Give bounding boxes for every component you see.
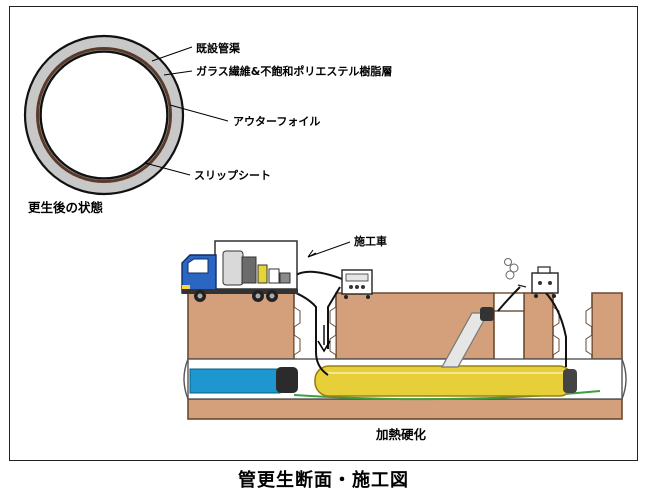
label-existing-pipe: 既設管渠 — [196, 41, 241, 55]
hose-right-unit — [543, 290, 567, 367]
pipe-cross-section: 既設管渠 ガラス繊維&不飽和ポリエステル樹脂層 アウターフォイル スリップシート… — [23, 34, 392, 215]
hose-steam-unit — [497, 286, 521, 312]
hose-controller-down — [327, 286, 341, 349]
label-vehicle: 施工車 — [354, 234, 387, 248]
truck-tank-2 — [241, 256, 257, 284]
small-manhole-opening — [493, 292, 525, 312]
inspection-pipe-joint — [480, 307, 494, 321]
truck-tank-1 — [222, 250, 244, 286]
leader-existing-pipe — [151, 46, 193, 62]
truck-tank-5 — [279, 272, 291, 284]
label-outer-foil: アウターフォイル — [233, 115, 320, 128]
label-resin-layer: ガラス繊維&不飽和ポリエステル樹脂層 — [196, 64, 392, 78]
truck-chassis — [182, 289, 298, 294]
resin-layer-ring — [36, 47, 172, 183]
liner-tube — [314, 365, 574, 397]
truck-tank-3 — [257, 264, 268, 284]
figure-caption: 管更生断面・施工図 — [238, 470, 409, 491]
construction-truck — [181, 240, 298, 302]
pipe-left-end — [183, 358, 189, 400]
truck-window — [187, 258, 209, 274]
diagram-frame: 既設管渠 ガラス繊維&不飽和ポリエステル樹脂層 アウターフォイル スリップシート… — [9, 6, 638, 461]
truck-tank-4 — [268, 268, 280, 284]
control-unit-center — [341, 269, 373, 299]
inspection-pipe — [440, 307, 494, 368]
leader-slip-sheet — [144, 162, 191, 176]
liner-packer-left — [276, 367, 298, 393]
steam-unit-right — [504, 258, 559, 298]
construction-diagram: 既設管渠 ガラス繊維&不飽和ポリエステル樹脂層 アウターフォイル スリップシート… — [23, 34, 627, 442]
hose-truck-to-controller — [295, 270, 343, 280]
leader-resin-layer — [163, 70, 193, 76]
pipe-inner-bore — [40, 51, 168, 179]
water-flow — [189, 368, 281, 394]
leader-vehicle — [307, 241, 351, 258]
liner-packer-right — [563, 369, 577, 393]
label-heat-curing: 加熱硬化 — [375, 427, 427, 442]
soil-ground — [187, 292, 623, 420]
outer-foil-ring — [39, 50, 169, 180]
feed-arrow — [317, 325, 331, 353]
leader-outer-foil — [169, 104, 229, 122]
cross-section-title: 更生後の状態 — [28, 200, 104, 215]
liner-assembly — [276, 365, 577, 397]
pipe-right-end — [621, 358, 627, 400]
truck-headlight — [182, 285, 190, 291]
soil-lower — [187, 398, 623, 420]
label-slip-sheet: スリップシート — [194, 168, 271, 182]
